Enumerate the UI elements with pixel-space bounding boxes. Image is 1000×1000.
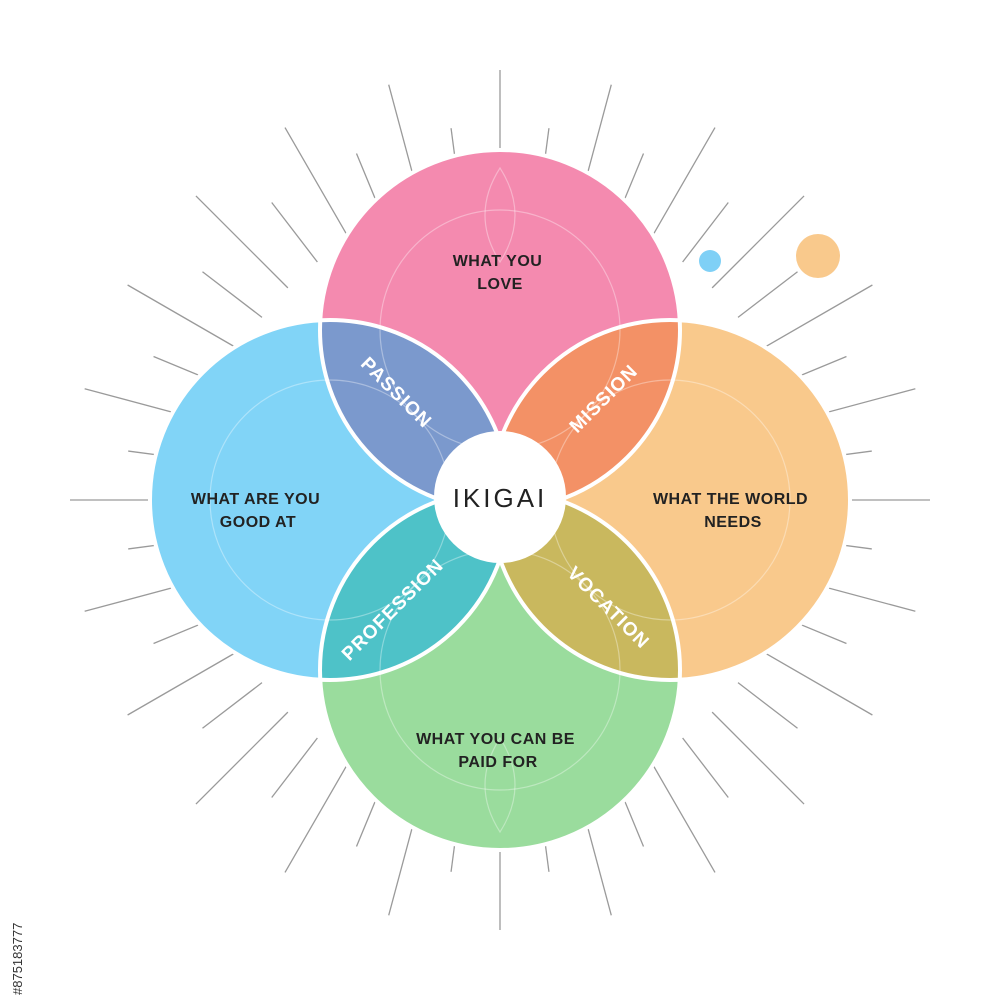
center-circle: [434, 431, 566, 563]
sunburst-ray: [271, 737, 318, 798]
sunburst-ray: [682, 202, 729, 263]
label-what-you-love-line1: WHAT YOU: [453, 253, 543, 270]
label-good-line2: GOOD AT: [220, 514, 296, 531]
sunburst-ray: [202, 682, 263, 729]
sunburst-ray: [195, 195, 289, 289]
sunburst-ray: [759, 284, 873, 351]
label-world-line1: WHAT THE WORLD: [653, 491, 808, 508]
sunburst-ray: [737, 271, 798, 318]
sunburst-ray: [127, 284, 241, 351]
sunburst-ray: [127, 649, 241, 716]
sunburst-ray: [649, 127, 716, 241]
label-what-you-can-be-paid-for: WHAT YOU CAN BE PAID FOR: [416, 731, 580, 771]
label-what-you-love-line2: LOVE: [477, 276, 523, 293]
sunburst-ray: [711, 195, 805, 289]
sunburst-ray: [682, 737, 729, 798]
stock-id-watermark: #875183777: [10, 922, 25, 995]
label-world-line2: NEEDS: [704, 514, 762, 531]
sunburst-ray: [284, 759, 351, 873]
label-paid-line1: WHAT YOU CAN BE: [416, 731, 575, 748]
large-decor-dot: [796, 234, 840, 278]
small-decor-dot: [699, 250, 721, 272]
sunburst-ray: [649, 759, 716, 873]
sunburst-ray: [711, 711, 805, 805]
sunburst-ray: [202, 271, 263, 318]
center-label: IKIGAI: [453, 483, 548, 513]
label-paid-line2: PAID FOR: [458, 754, 537, 771]
label-what-the-world-needs: WHAT THE WORLD NEEDS: [653, 491, 813, 531]
label-what-you-love: WHAT YOU LOVE: [453, 253, 548, 293]
label-good-line1: WHAT ARE YOU: [191, 491, 320, 508]
sunburst-ray: [737, 682, 798, 729]
label-what-are-you-good-at: WHAT ARE YOU GOOD AT: [191, 491, 325, 531]
sunburst-ray: [195, 711, 289, 805]
sunburst-ray: [759, 649, 873, 716]
sunburst-ray: [284, 127, 351, 241]
sunburst-ray: [271, 202, 318, 263]
